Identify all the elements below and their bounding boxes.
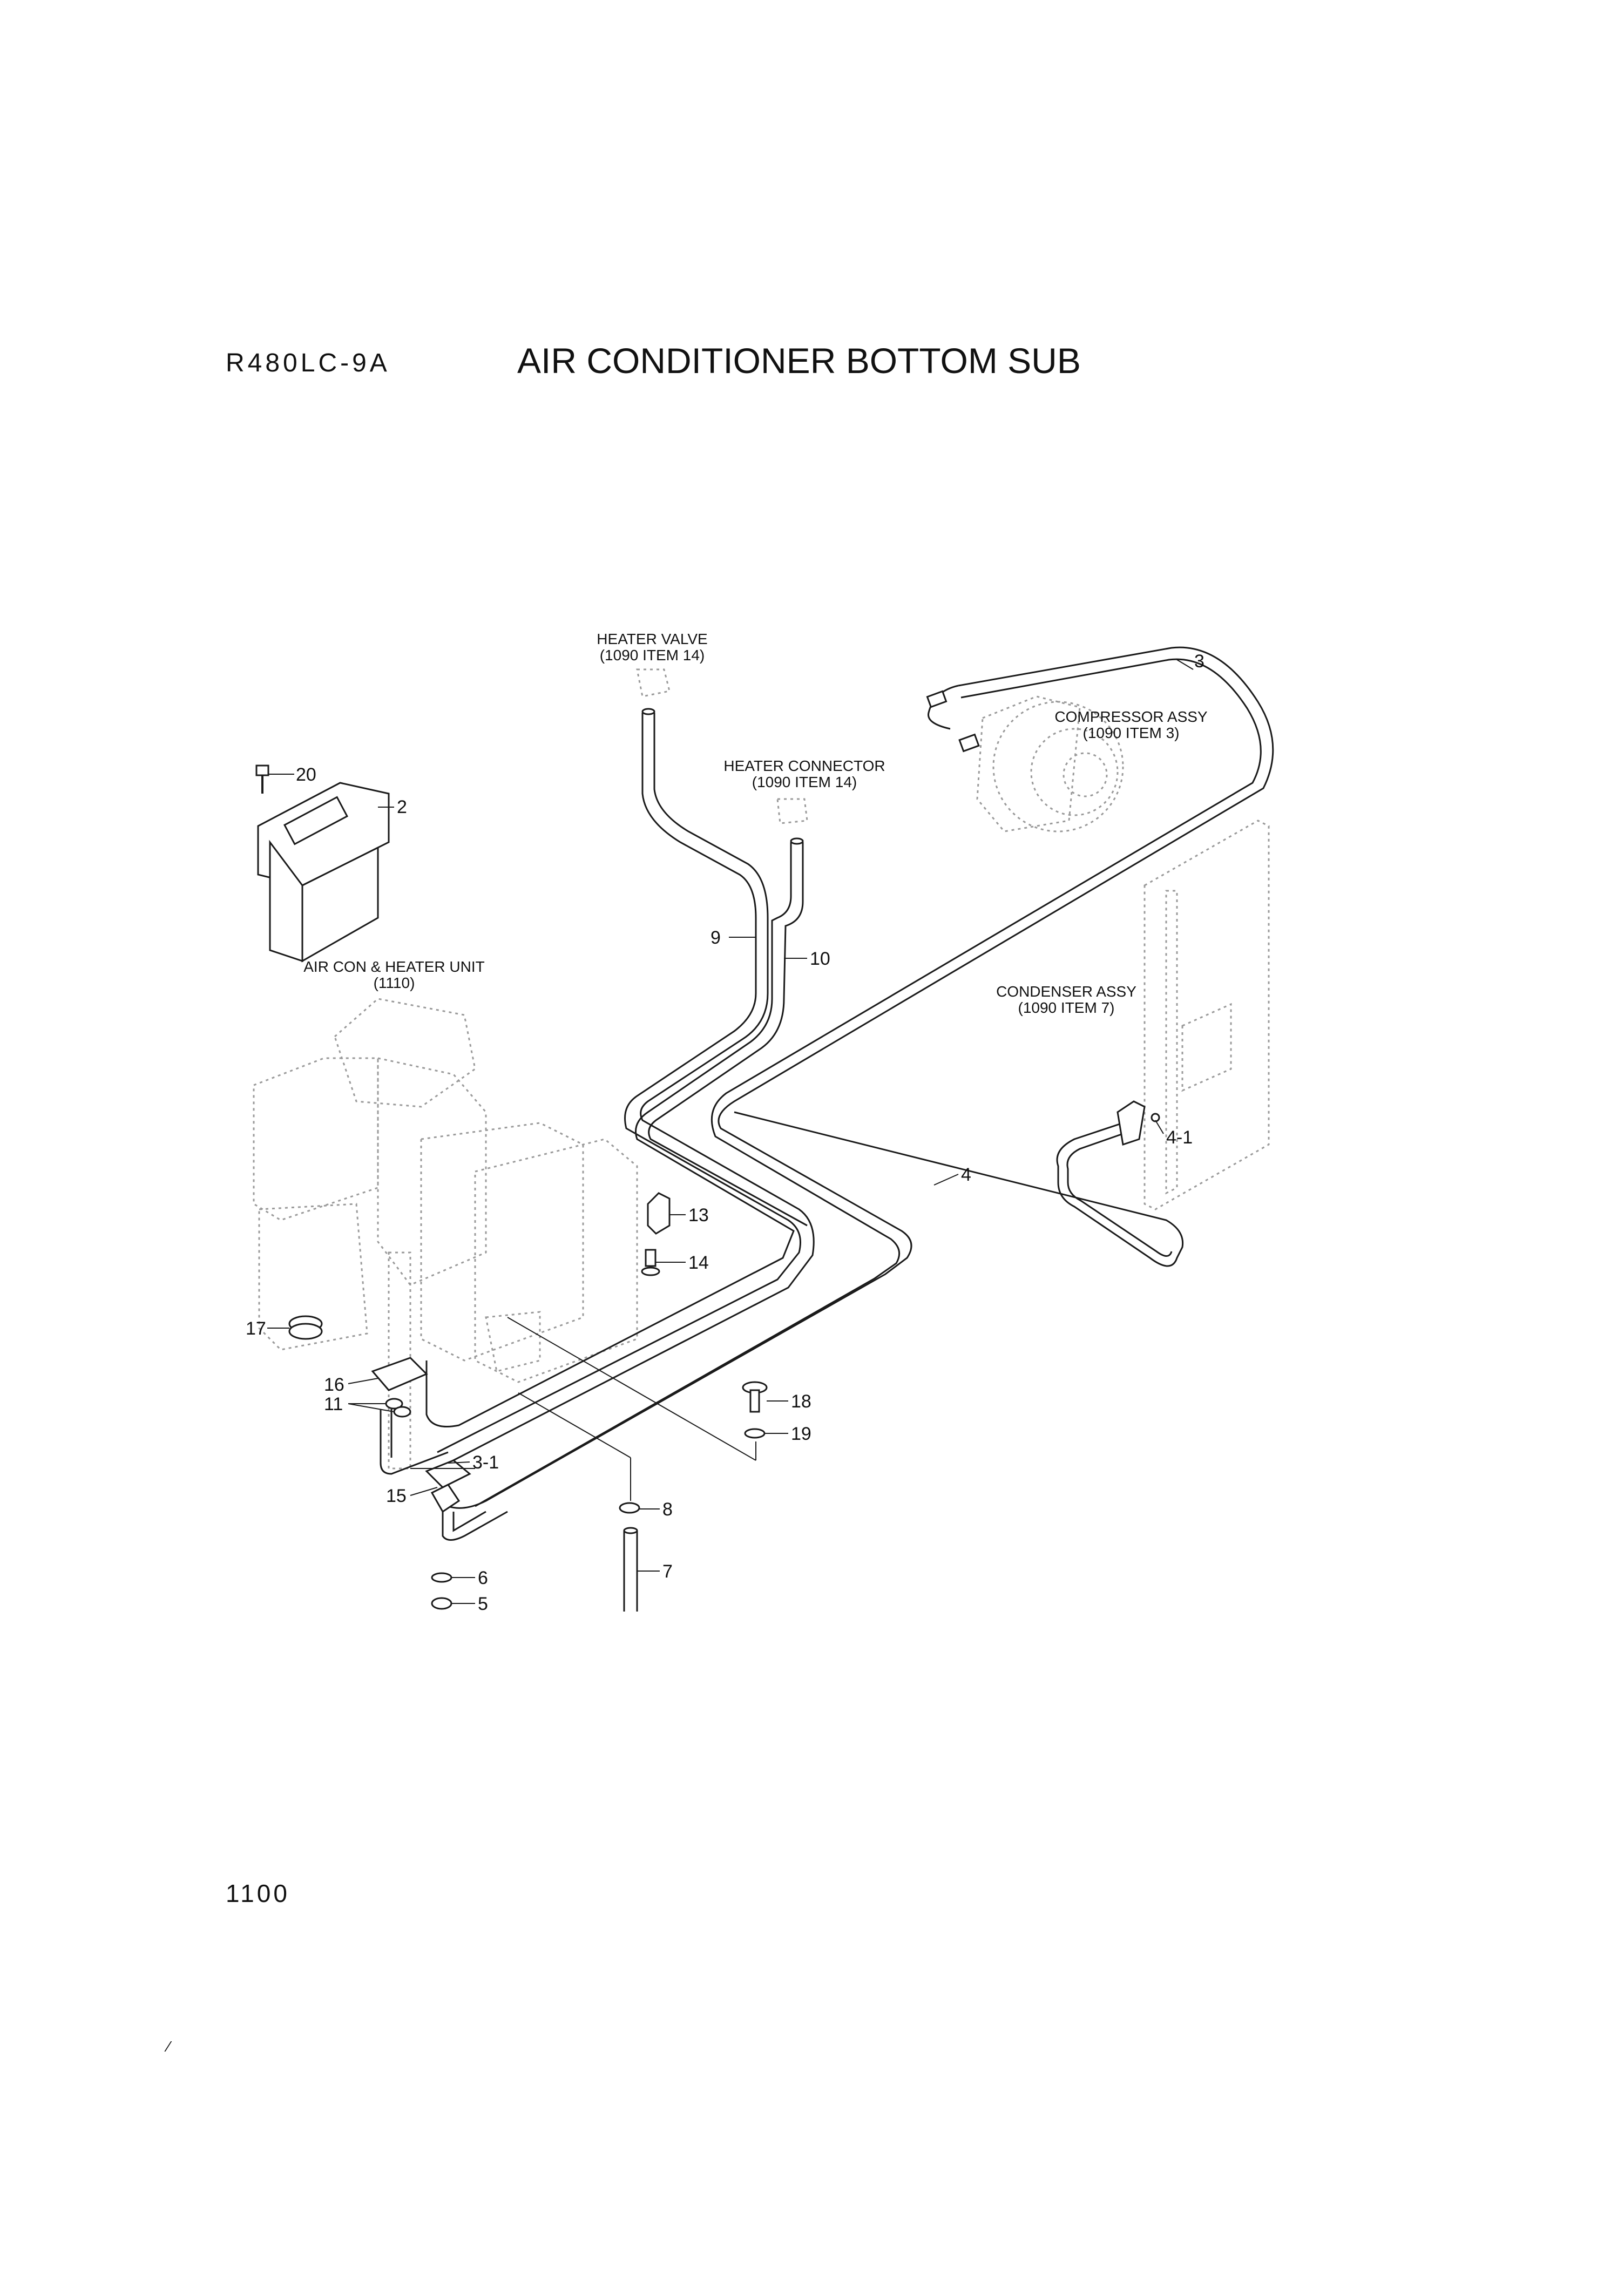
bracket-13 [647,1192,671,1235]
expansion-fitting [430,1484,508,1541]
callout-3: 3 [1194,651,1205,672]
plate-15 [425,1459,471,1488]
page-title: AIR CONDITIONER BOTTOM SUB [517,341,1081,381]
callout-11: 11 [324,1394,343,1414]
callout-14: 14 [688,1253,709,1273]
compressor-ghost [976,695,1124,832]
condenser-label: CONDENSER ASSY [996,983,1136,1000]
leader-lines [267,659,1194,1604]
page-number: 1100 [226,1879,290,1907]
clamps-11 [385,1398,411,1418]
callout-7: 7 [662,1561,673,1582]
callout-4: 4 [961,1165,971,1185]
callout-19: 19 [791,1424,811,1444]
grommet-17 [288,1315,323,1340]
callout-17: 17 [246,1318,266,1339]
drain-hose-7 [623,1527,638,1612]
callout-18: 18 [791,1391,811,1412]
lower-heater-hoses [380,1409,449,1475]
condenser-ghost [1143,820,1270,1210]
compressor-fittings [926,690,980,753]
heater-valve-ghost [636,668,671,698]
callout-9: 9 [710,928,721,948]
clip-8 [619,1502,640,1514]
aircon-heater-unit-ghost [253,998,638,1470]
heater-connector-ghost [776,798,808,824]
heater-connector-label: HEATER CONNECTOR [723,757,885,774]
washer-6 [431,1572,452,1583]
hose-10 [425,837,808,1427]
bolt-18 [742,1381,768,1413]
heater-valve-ref: (1090 ITEM 14) [600,647,705,664]
compressor-ref: (1090 ITEM 3) [1083,725,1180,741]
callout-2: 2 [397,797,407,817]
washer-19 [744,1428,766,1439]
model-code: R480LC-9A [226,349,390,377]
plate-16 [371,1357,428,1391]
aircon-unit-ref: (1110) [374,974,415,991]
heater-connector-ref: (1090 ITEM 14) [752,774,857,790]
condenser-ref: (1090 ITEM 7) [1018,999,1115,1016]
compressor-label: COMPRESSOR ASSY [1054,708,1208,725]
callout-8: 8 [662,1499,673,1520]
control-panel [257,782,390,963]
hose-4 [734,1111,1184,1267]
corner-mark: ⁄ [164,2038,172,2055]
callout-20: 20 [296,764,316,785]
bolt-14 [641,1249,660,1276]
heater-valve-label: HEATER VALVE [597,631,707,647]
callout-13: 13 [688,1205,709,1226]
aircon-unit-label: AIR CON & HEATER UNIT [303,958,485,975]
callout-5: 5 [478,1594,488,1614]
fitting-4-1 [1116,1100,1160,1146]
callout-16: 16 [324,1375,344,1395]
screw-20 [255,764,269,794]
callout-6: 6 [478,1568,488,1588]
callout-3-1: 3-1 [472,1452,499,1473]
nut-5 [431,1597,452,1610]
hose-9 [437,708,815,1464]
callout-4-1: 4-1 [1166,1127,1193,1148]
callout-10: 10 [810,949,830,969]
hose-3 [448,646,1274,1509]
callout-15: 15 [386,1486,407,1506]
